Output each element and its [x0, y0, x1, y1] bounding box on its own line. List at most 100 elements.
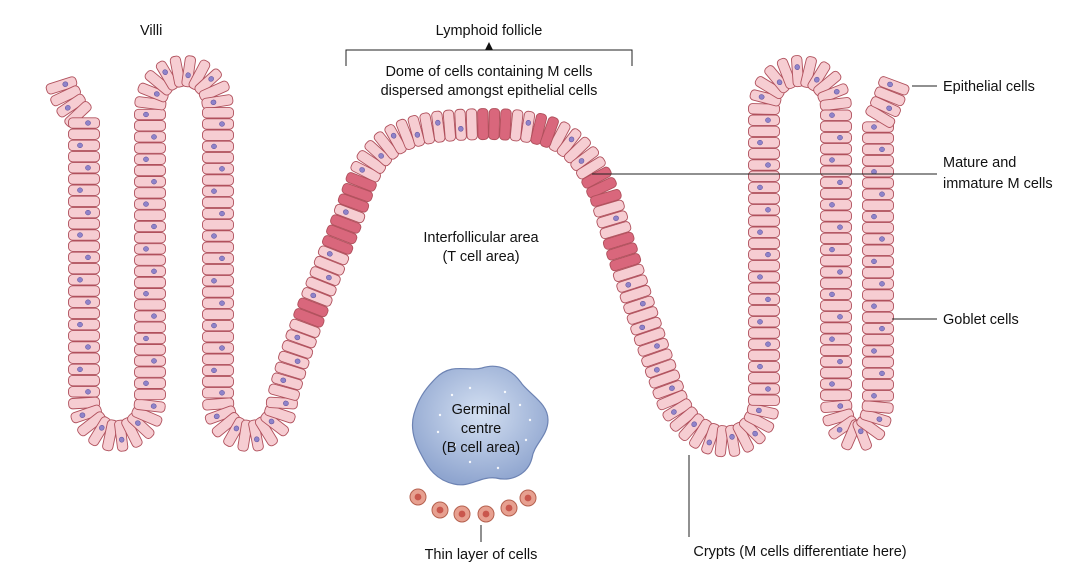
epithelial-cell — [776, 57, 797, 90]
epithelial-cell — [862, 143, 894, 156]
cell-nucleus — [85, 389, 91, 395]
epithelial-cell — [68, 285, 100, 297]
cell-nucleus — [871, 393, 877, 399]
thin-layer-label: Thin layer of cells — [425, 547, 538, 563]
epithelial-cell — [364, 140, 392, 167]
epithelial-cell — [68, 318, 100, 331]
epithelial-cell — [202, 118, 234, 130]
cell-nucleus — [836, 427, 843, 433]
m-cell — [499, 108, 512, 141]
cell-nucleus — [151, 268, 157, 274]
epithelial-cell — [77, 411, 106, 437]
cell-nucleus — [829, 381, 835, 387]
cell-nucleus — [871, 258, 877, 265]
epithelial-cell — [748, 372, 780, 384]
cell-nucleus — [153, 91, 160, 97]
epithelial-cell — [819, 97, 852, 111]
cell-nucleus — [887, 81, 893, 88]
epithelial-cell — [68, 184, 100, 196]
epithelial-cell — [748, 304, 780, 317]
epithelial-cell — [274, 361, 307, 380]
epithelial-cell — [356, 150, 386, 174]
m-cell — [530, 112, 548, 145]
epithelial-cell — [748, 226, 780, 238]
epithelial-cell — [202, 297, 234, 309]
epithelial-cell — [861, 400, 894, 414]
cell-nucleus — [871, 169, 877, 175]
epithelial-cell — [134, 131, 166, 143]
epithelial-cell — [748, 271, 780, 283]
epithelial-cell — [862, 390, 894, 402]
germinal-centre — [411, 365, 549, 486]
epithelial-cell — [748, 260, 780, 272]
epithelial-cell — [748, 103, 780, 115]
epithelial-cell — [211, 412, 241, 438]
small-cell-nucleus — [482, 510, 490, 518]
epithelial-cell — [442, 109, 456, 142]
lymphoid-follicle-label: Lymphoid follicle — [436, 23, 543, 39]
epithelial-cell — [807, 61, 831, 92]
speckle — [496, 466, 500, 470]
cell-nucleus — [143, 291, 149, 297]
epithelial-cell — [862, 222, 894, 234]
epithelial-cell — [748, 327, 780, 339]
cell-nucleus — [326, 251, 333, 257]
epithelial-cell — [612, 263, 645, 282]
epithelial-cell — [862, 300, 894, 312]
speckle — [468, 460, 472, 464]
epithelial-cell — [68, 386, 100, 398]
epithelial-cell — [748, 349, 780, 362]
cell-nucleus — [280, 377, 287, 383]
cell-nucleus — [756, 407, 762, 414]
epithelial-cell — [202, 342, 234, 354]
epithelial-cell — [134, 187, 166, 199]
epithelial-cell — [68, 195, 100, 208]
epithelial-cell — [820, 210, 852, 222]
epithelial-cell — [223, 416, 246, 447]
epithelial-cell — [656, 390, 688, 411]
epithelial-cell — [134, 198, 166, 210]
m-cell — [322, 235, 354, 255]
cell-nucleus — [858, 428, 864, 435]
epithelial-cell — [134, 153, 166, 165]
epithelial-cell — [134, 388, 166, 401]
epithelial-cell — [748, 237, 780, 250]
epithelial-cell — [822, 408, 855, 427]
epithelial-cell — [748, 215, 780, 227]
cell-nucleus — [219, 345, 225, 351]
epithelial-cell — [202, 319, 234, 332]
epithelial-cell — [56, 93, 86, 118]
epithelial-cell — [68, 218, 100, 230]
epithelial-cell — [570, 146, 600, 171]
epithelial-cell — [88, 416, 112, 447]
cell-nucleus — [211, 233, 217, 239]
cell-nucleus — [213, 413, 220, 420]
epithelial-cell — [596, 210, 629, 229]
cell-nucleus — [85, 299, 91, 305]
cell-nucleus — [758, 94, 765, 100]
epithelial-cell — [317, 245, 350, 266]
epithelial-cell — [281, 340, 314, 359]
epithelial-cell — [202, 364, 234, 377]
epithelial-cell — [820, 243, 852, 256]
cell-nucleus — [219, 210, 225, 217]
epithelial-cell — [144, 70, 173, 96]
epithelial-cell — [202, 174, 234, 186]
epithelial-cell — [278, 350, 310, 370]
epithelial-cell — [202, 275, 234, 287]
cell-nucleus — [77, 187, 83, 193]
epithelial-cell — [563, 136, 591, 164]
cell-nucleus — [143, 111, 149, 118]
epithelial-cell — [862, 255, 894, 268]
epithelial-cell — [202, 207, 234, 220]
epithelial-cell — [68, 139, 100, 152]
epithelial-cell — [748, 114, 780, 126]
epithelial-cell — [748, 148, 780, 160]
epithelial-cell — [134, 288, 166, 300]
speckle — [510, 446, 514, 450]
m-cell — [590, 189, 622, 207]
m-cell — [606, 242, 638, 261]
cell-nucleus — [829, 291, 835, 298]
epithelial-cell — [202, 185, 234, 197]
cell-nucleus — [829, 112, 835, 118]
